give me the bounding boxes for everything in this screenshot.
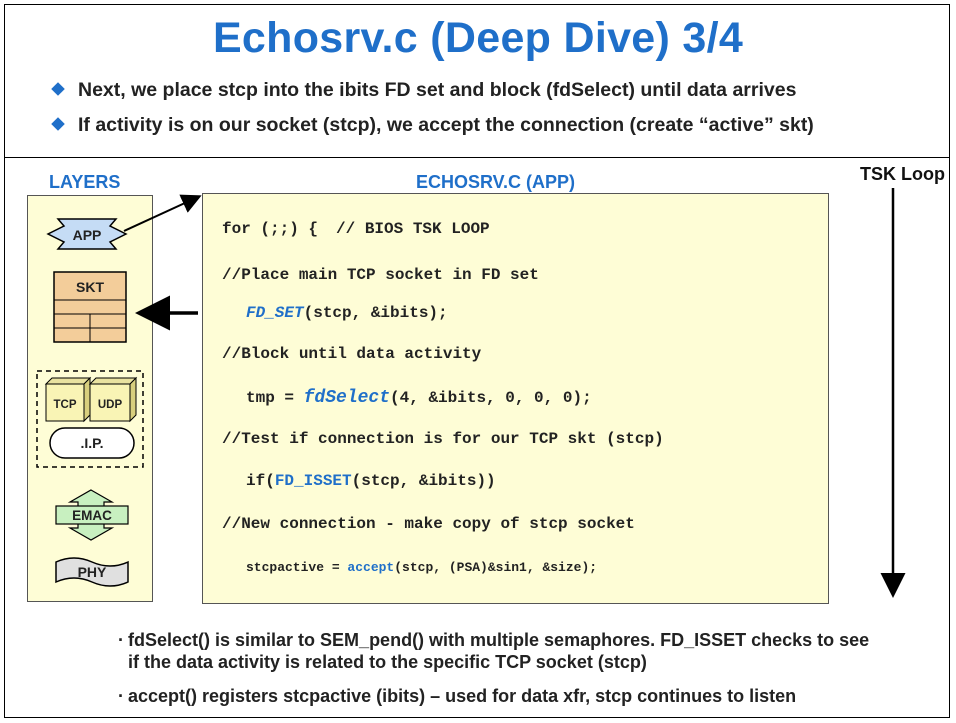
slide-title: Echosrv.c (Deep Dive) 3/4 bbox=[212, 14, 744, 62]
accept-fn: accept bbox=[347, 560, 395, 575]
slide-frame bbox=[4, 4, 950, 718]
code-comment-2: //Block until data activity bbox=[222, 345, 482, 363]
bullet-2-text: If activity is on our socket (stcp), we … bbox=[78, 114, 814, 136]
select-args: (4, &ibits, 0, 0, 0); bbox=[390, 389, 592, 407]
phy-label: PHY bbox=[78, 564, 107, 580]
code-comment-1: //Place main TCP socket in FD set bbox=[222, 266, 539, 284]
fd-isset-fn: FD_ISSET bbox=[274, 472, 352, 490]
note-1: ·fdSelect() is similar to SEM_pend() wit… bbox=[118, 629, 869, 673]
note-1-line-1: fdSelect() is similar to SEM_pend() with… bbox=[128, 630, 870, 650]
note-1-line-2: if the data activity is related to the s… bbox=[128, 652, 647, 672]
code-line-accept: stcpactive = accept(stcp, (PSA)&sin1, &s… bbox=[246, 560, 597, 575]
phy-layer: PHY bbox=[55, 557, 129, 587]
skt-layer-label: SKT bbox=[76, 279, 104, 295]
app-layer-label: APP bbox=[73, 227, 102, 243]
note-2: ·accept() registers stcpactive (ibits) –… bbox=[118, 685, 796, 707]
note-bullet-icon: · bbox=[118, 686, 124, 706]
select-lhs: tmp = bbox=[246, 389, 304, 407]
accept-lhs: stcpactive = bbox=[246, 560, 348, 575]
ip-label: .I.P. bbox=[80, 435, 103, 451]
code-loop-comment: // BIOS TSK LOOP bbox=[336, 220, 490, 238]
isset-pre: if( bbox=[246, 472, 275, 490]
isset-args: (stcp, &ibits)) bbox=[351, 472, 496, 490]
transport-dashed-box bbox=[36, 370, 144, 468]
emac-label: EMAC bbox=[72, 508, 112, 523]
code-line-select: tmp = fdSelect(4, &ibits, 0, 0, 0); bbox=[246, 388, 592, 408]
section-divider bbox=[4, 157, 950, 158]
bullet-2: If activity is on our socket (stcp), we … bbox=[51, 114, 814, 137]
fd-set-args: (stcp, &ibits); bbox=[303, 304, 448, 322]
app-header: ECHOSRV.C (APP) bbox=[416, 172, 576, 192]
note-2-text: accept() registers stcpactive (ibits) – … bbox=[128, 686, 797, 706]
emac-layer: EMAC bbox=[55, 489, 129, 541]
tsk-loop-label: TSK Loop bbox=[860, 164, 945, 184]
udp-cube: UDP bbox=[88, 376, 138, 423]
code-loop-open: for (;;) { bbox=[222, 220, 319, 238]
code-comment-3: //Test if connection is for our TCP skt … bbox=[222, 430, 664, 448]
bullet-1-text: Next, we place stcp into the ibits FD se… bbox=[78, 79, 797, 101]
udp-label: UDP bbox=[98, 399, 123, 411]
app-to-code-arrow bbox=[123, 194, 202, 232]
code-line-isset: if(FD_ISSET(stcp, &ibits)) bbox=[246, 472, 496, 490]
fdselect-fn: fdSelect bbox=[303, 388, 391, 408]
bullet-1: Next, we place stcp into the ibits FD se… bbox=[51, 79, 797, 102]
app-layer-block: APP bbox=[46, 218, 128, 250]
code-line-fdset: FD_SET(stcp, &ibits); bbox=[246, 304, 448, 322]
fd-set-fn: FD_SET bbox=[246, 304, 304, 322]
layers-header: LAYERS bbox=[49, 172, 121, 192]
skt-layer-block: SKT bbox=[53, 271, 127, 343]
code-panel bbox=[202, 193, 829, 604]
code-comment-4: //New connection - make copy of stcp soc… bbox=[222, 515, 635, 533]
tcp-label: TCP bbox=[54, 399, 77, 411]
ip-layer: .I.P. bbox=[49, 427, 135, 459]
note-bullet-icon: · bbox=[118, 630, 124, 650]
accept-args: (stcp, (PSA)&sin1, &size); bbox=[394, 560, 598, 575]
code-line-loop: for (;;) { // BIOS TSK LOOP bbox=[222, 220, 490, 238]
tcp-cube: TCP bbox=[44, 376, 92, 423]
